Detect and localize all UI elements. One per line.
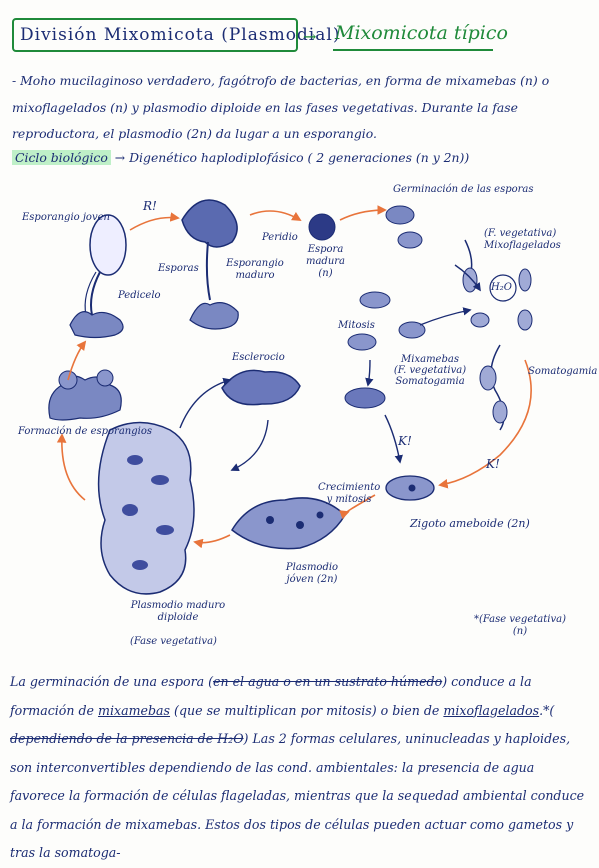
bottom-mixamoebae: mixamebas <box>98 702 171 718</box>
label-germination: Germinación de las esporas <box>393 184 534 195</box>
label-sclerotium: Esclerocio <box>232 352 285 363</box>
mature-sporangium <box>181 199 239 330</box>
cycle-text: Digenético haplodiplofásico ( 2 generaci… <box>129 150 470 165</box>
mature-plasmodium <box>97 421 195 595</box>
label-mixoflagellates: Mixoflagelados <box>484 240 561 251</box>
bottom-text-1: La germinación de una espora ( <box>10 674 214 689</box>
bottom-text-4: .*( <box>539 702 555 718</box>
label-growth-mitosis: Crecimiento y mitosis <box>318 482 381 505</box>
young-plasmodium <box>231 497 346 550</box>
label-r-exclamation: R! <box>143 199 157 213</box>
life-cycle-diagram: Esporangio joven Pedicelo R! Peridio Esp… <box>0 180 599 660</box>
amoeboid-zygote <box>385 475 435 501</box>
cycle-arrow: → <box>114 150 126 165</box>
blue-arrows <box>179 264 481 472</box>
label-sporangia-formation: Formación de esporangios <box>18 426 152 437</box>
label-spores: Esporas <box>158 263 199 274</box>
bottom-mixoflagellates: mixoflagelados <box>443 702 540 718</box>
bottom-strike-1: en el agua o en un sustrato húmedo <box>213 674 443 689</box>
flagellate-somatogamy <box>479 344 508 431</box>
cycle-line: Ciclo biológico → Digenético haplodiplof… <box>12 150 592 165</box>
page-subtitle: Mixomicota típico <box>335 22 508 44</box>
bottom-text-5: ) Las 2 formas celulares, uninucleadas y… <box>10 731 585 860</box>
label-k-2: K! <box>486 457 500 471</box>
label-vegetative-phase: (Fase vegetativa) <box>130 636 217 647</box>
page-title: División Mixomicota (Plasmodial) <box>20 25 341 45</box>
mixamoebae <box>344 291 426 409</box>
label-mature-sporangium: Esporangio maduro <box>226 258 284 281</box>
label-zygote: Zigoto ameboide (2n) <box>410 517 530 530</box>
bottom-text-2: ) conduce a la formación de <box>10 674 532 718</box>
title-arrow: → <box>303 27 317 46</box>
label-young-sporangium: Esporangio joven <box>22 212 110 223</box>
germinating-spores <box>385 205 423 249</box>
sporangia-formation <box>48 369 122 421</box>
label-footnote: *(Fase vegetativa) (n) <box>474 614 566 637</box>
label-mitosis: Mitosis <box>338 320 375 331</box>
label-f-vegetative: (F. vegetativa) <box>484 228 557 239</box>
bottom-paragraph: La germinación de una espora (en el agua… <box>10 668 592 868</box>
label-h2o: H₂O <box>491 282 512 293</box>
young-sporangium <box>69 214 127 339</box>
diagram-drawing <box>48 199 533 595</box>
bottom-text-3: (que se multiplican por mitosis) o bien … <box>170 702 444 718</box>
label-peridium: Peridio <box>262 232 298 243</box>
sclerotium <box>221 369 301 406</box>
subtitle-underline <box>333 49 493 51</box>
bottom-strike-2: dependiendo de la presencia de H₂O <box>10 731 244 746</box>
label-k-1: K! <box>398 434 412 448</box>
label-f-vegetative-2: (F. vegetativa) <box>393 365 467 376</box>
title-box <box>12 18 298 52</box>
label-mixamoebae: Mixamebas <box>401 354 459 365</box>
label-mature-spore: Espora madura (n) <box>305 244 346 279</box>
cycle-label: Ciclo biológico <box>12 150 111 165</box>
intro-paragraph: - Moho mucilaginoso verdadero, fagótrofo… <box>12 73 550 141</box>
label-somatogamy-right: Somatogamia <box>528 366 598 377</box>
label-pedicel: Pedicelo <box>118 290 161 301</box>
label-young-plasmodium: Plasmodio jóven (2n) <box>285 562 339 585</box>
mature-spore <box>308 213 336 241</box>
label-somatogamy-center: Somatogamia <box>395 376 465 387</box>
cycle-arrows <box>56 205 532 549</box>
label-mature-plasmodium: Plasmodio maduro diploide <box>130 600 226 623</box>
